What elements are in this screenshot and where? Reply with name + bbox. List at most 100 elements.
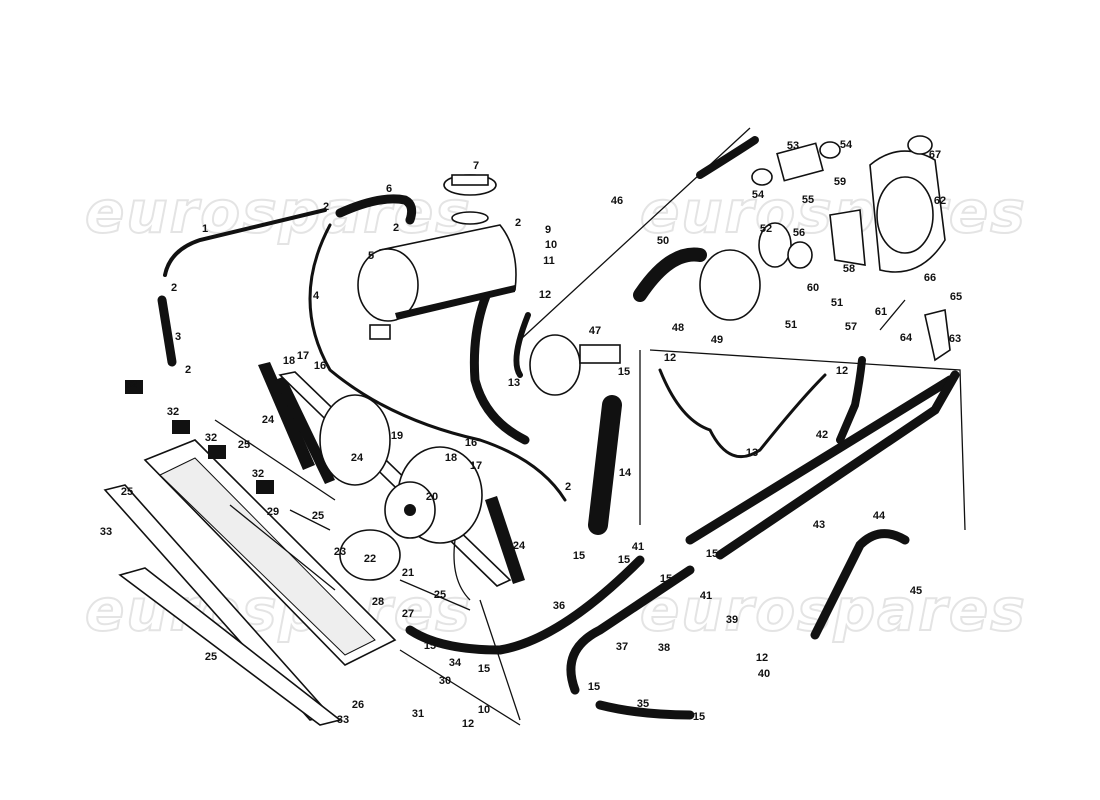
part-label-54: 54	[752, 189, 765, 201]
part-label-11: 11	[543, 255, 555, 267]
part-label-13: 13	[746, 447, 758, 459]
part-label-20: 20	[426, 491, 438, 503]
part-label-12: 12	[539, 289, 551, 301]
part-label-9: 9	[545, 224, 551, 236]
part-label-2: 2	[323, 201, 329, 213]
part-label-5: 5	[368, 250, 374, 262]
part-label-67: 67	[929, 149, 941, 161]
pipe-43b	[715, 370, 960, 560]
part-label-62: 62	[934, 195, 946, 207]
part-label-33: 33	[100, 526, 112, 538]
part-label-1: 1	[202, 223, 208, 235]
part-label-64: 64	[900, 332, 913, 344]
part-label-12: 12	[756, 652, 768, 664]
part-label-55: 55	[802, 194, 814, 206]
part-label-29: 29	[267, 506, 279, 518]
part-label-14: 14	[619, 467, 632, 479]
part-label-2: 2	[515, 217, 521, 229]
part-label-66: 66	[924, 272, 936, 284]
pipe-36	[405, 555, 645, 655]
part-label-43: 43	[813, 519, 825, 531]
pipe-44	[810, 529, 910, 640]
part-label-36: 36	[553, 600, 565, 612]
part-label-27: 27	[402, 608, 414, 620]
part-label-17: 17	[297, 350, 309, 362]
part-label-47: 47	[589, 325, 601, 337]
part-label-46: 46	[611, 195, 623, 207]
part-label-53: 53	[787, 140, 799, 152]
part-label-25: 25	[121, 486, 133, 498]
part-label-15: 15	[618, 554, 630, 566]
part-label-2: 2	[171, 282, 177, 294]
part-label-63: 63	[949, 333, 961, 345]
watermark-text: eurospares	[640, 576, 1027, 644]
hose-4	[308, 223, 567, 502]
part-label-16: 16	[465, 437, 477, 449]
part-label-61: 61	[875, 306, 887, 318]
fan-assembly	[319, 394, 483, 601]
part-label-50: 50	[657, 235, 669, 247]
part-label-56: 56	[793, 227, 805, 239]
part-label-48: 48	[672, 322, 684, 334]
part-label-52: 52	[760, 223, 772, 235]
part-label-18: 18	[283, 355, 295, 367]
part-label-25: 25	[205, 651, 217, 663]
part-label-51: 51	[785, 319, 797, 331]
part-label-21: 21	[402, 567, 414, 579]
watermark-layer: eurospares eurospares eurospares eurospa…	[84, 177, 1027, 645]
part-label-37: 37	[616, 641, 628, 653]
group-frame-46	[399, 127, 966, 726]
part-label-42: 42	[816, 429, 828, 441]
part-label-23: 23	[334, 546, 346, 558]
part-label-15: 15	[478, 663, 490, 675]
part-label-41: 41	[700, 590, 712, 602]
part-label-32: 32	[125, 379, 137, 391]
part-label-39: 39	[726, 614, 738, 626]
part-label-54: 54	[840, 139, 853, 151]
hose-13	[513, 312, 531, 378]
part-label-2: 2	[565, 481, 571, 493]
part-label-22: 22	[364, 553, 376, 565]
part-label-2: 2	[393, 222, 399, 234]
hose-35	[595, 700, 695, 720]
part-label-44: 44	[873, 510, 886, 522]
hose-1	[163, 208, 327, 277]
part-label-8: 8	[471, 367, 477, 379]
part-label-31: 31	[412, 708, 424, 720]
part-label-18: 18	[445, 452, 457, 464]
part-label-15: 15	[706, 548, 718, 560]
part-label-2: 2	[185, 364, 191, 376]
watermark-text: eurospares	[85, 178, 472, 246]
hose-14	[588, 395, 622, 535]
part-label-38: 38	[658, 642, 670, 654]
part-label-15: 15	[693, 711, 705, 723]
part-label-25: 25	[238, 439, 250, 451]
hose-6	[335, 194, 417, 225]
part-label-3: 3	[175, 331, 181, 343]
part-label-10: 10	[478, 704, 490, 716]
part-label-32: 32	[167, 406, 179, 418]
part-label-51: 51	[831, 297, 843, 309]
hose-3	[157, 295, 177, 367]
part-label-12: 12	[462, 718, 474, 730]
part-label-26: 26	[352, 699, 364, 711]
part-label-57: 57	[845, 321, 857, 333]
part-label-24: 24	[513, 540, 526, 552]
part-label-59: 59	[834, 176, 846, 188]
part-label-58: 58	[843, 263, 855, 275]
part-label-25: 25	[312, 510, 324, 522]
part-label-24: 24	[351, 452, 364, 464]
part-label-12: 12	[664, 352, 676, 364]
part-label-34: 34	[449, 657, 462, 669]
part-label-45: 45	[910, 585, 922, 597]
part-label-40: 40	[758, 668, 770, 680]
part-label-32: 32	[252, 468, 264, 480]
part-label-28: 28	[372, 596, 384, 608]
part-label-10: 10	[545, 239, 557, 251]
part-label-35: 35	[637, 698, 649, 710]
part-label-17: 17	[470, 460, 482, 472]
part-label-15: 15	[618, 366, 630, 378]
part-label-32: 32	[205, 432, 217, 444]
